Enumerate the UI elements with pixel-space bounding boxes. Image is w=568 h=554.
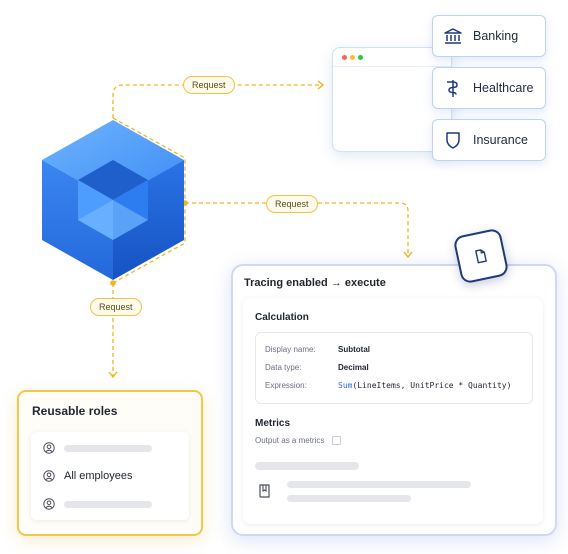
- industry-insurance[interactable]: Insurance: [432, 119, 546, 161]
- reusable-roles-card: Reusable roles All employees: [17, 390, 203, 536]
- role-placeholder: [64, 500, 152, 508]
- industry-label: Healthcare: [473, 81, 534, 95]
- expression-value: Sum(LineItems, UnitPrice * Quantity): [338, 381, 511, 390]
- role-label: All employees: [64, 470, 133, 482]
- bank-icon: [444, 28, 462, 44]
- request-label-top: Request: [183, 76, 235, 94]
- industry-label: Banking: [473, 29, 519, 43]
- book-icon: [259, 484, 270, 498]
- placeholder-bar: [287, 481, 471, 488]
- user-icon: [43, 498, 55, 510]
- trace-body: Calculation Display name: Subtotal Data …: [243, 298, 543, 524]
- trace-title: Tracing enabled → execute: [244, 277, 386, 289]
- roles-title: Reusable roles: [32, 404, 118, 418]
- document-badge: [452, 227, 510, 285]
- user-icon: [43, 442, 55, 454]
- tracing-card: Tracing enabled → execute Calculation Di…: [231, 264, 557, 536]
- role-item[interactable]: All employees: [43, 466, 132, 486]
- calculation-details: Display name: Subtotal Data type: Decima…: [255, 332, 533, 404]
- window-close-dot: [342, 55, 347, 60]
- roles-list: All employees: [31, 432, 189, 520]
- data-type-key: Data type:: [265, 363, 302, 372]
- metrics-heading: Metrics: [255, 418, 291, 429]
- role-item[interactable]: [43, 494, 152, 514]
- document-icon: [475, 249, 487, 264]
- industry-healthcare[interactable]: Healthcare: [432, 67, 546, 109]
- display-name-key: Display name:: [265, 345, 316, 354]
- placeholder-bar: [255, 462, 359, 470]
- expression-function: Sum: [338, 381, 353, 390]
- window-minimize-dot: [350, 55, 355, 60]
- role-item[interactable]: [43, 438, 152, 458]
- cube-logo: [42, 120, 184, 280]
- industry-label: Insurance: [473, 133, 528, 147]
- shield-icon: [446, 132, 460, 149]
- browser-titlebar: [333, 48, 451, 67]
- role-placeholder: [64, 444, 152, 452]
- expression-args: (LineItems, UnitPrice * Quantity): [352, 381, 512, 390]
- caduceus-icon: [447, 80, 458, 97]
- metrics-output-option: Output as a metrics: [255, 436, 342, 445]
- placeholder-bar: [287, 495, 411, 502]
- data-type-value: Decimal: [338, 363, 369, 372]
- user-icon: [43, 470, 55, 482]
- industry-banking[interactable]: Banking: [432, 15, 546, 57]
- expression-key: Expression:: [265, 381, 307, 390]
- calculation-heading: Calculation: [255, 312, 309, 323]
- window-maximize-dot: [358, 55, 363, 60]
- metrics-checkbox-label: Output as a metrics: [255, 436, 325, 445]
- metrics-checkbox[interactable]: [332, 436, 342, 445]
- request-label-middle: Request: [266, 195, 318, 213]
- request-label-bottom: Request: [90, 298, 142, 316]
- display-name-value: Subtotal: [338, 345, 370, 354]
